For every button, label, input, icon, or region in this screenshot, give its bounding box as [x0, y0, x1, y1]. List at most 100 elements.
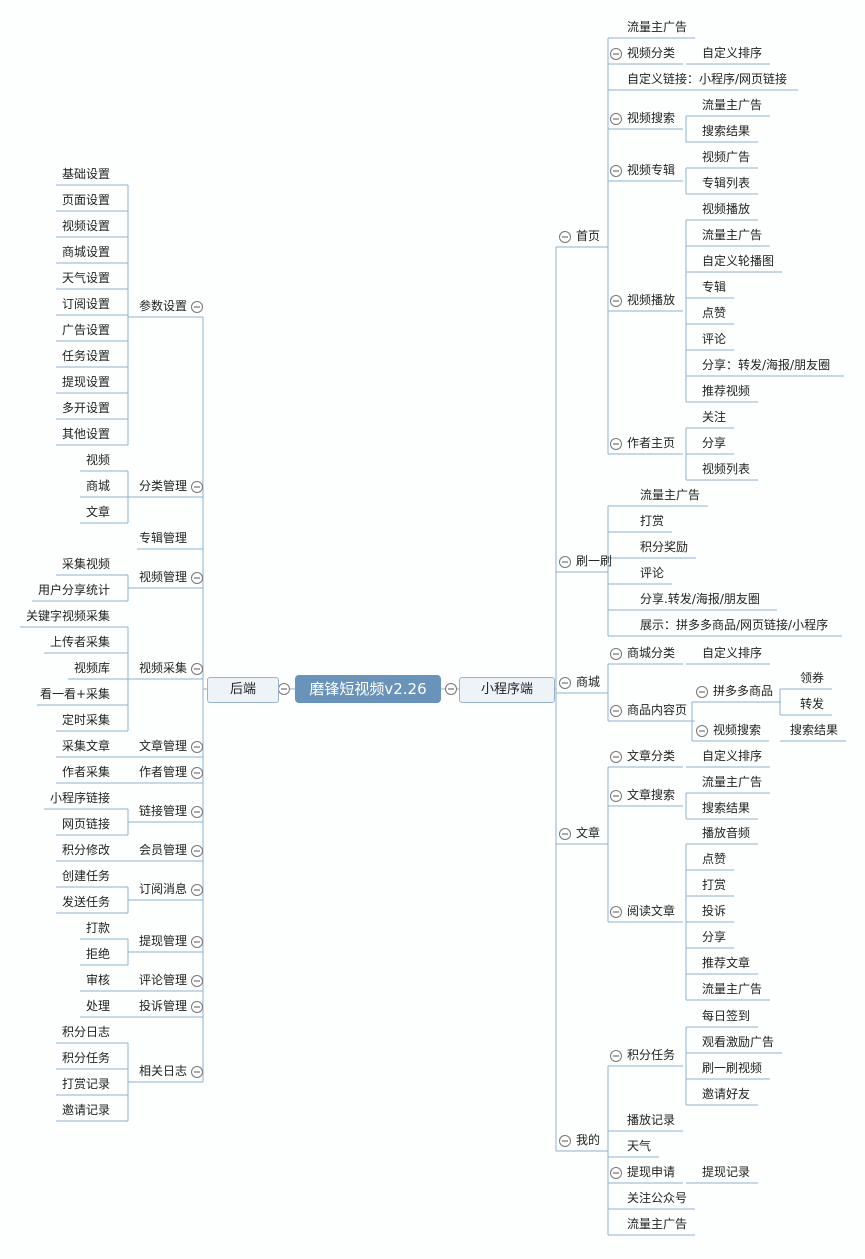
- miniapp-subitem[interactable]: 点赞: [702, 852, 727, 866]
- backend-category[interactable]: 文章管理: [138, 739, 187, 753]
- backend-leaf[interactable]: 网页链接: [61, 817, 110, 831]
- backend-leaf[interactable]: 视频: [85, 453, 110, 467]
- miniapp-subitem[interactable]: 流量主广告: [702, 982, 763, 996]
- backend-leaf[interactable]: 广告设置: [61, 323, 110, 337]
- miniapp-item[interactable]: 视频专辑: [627, 163, 676, 177]
- miniapp-subitem[interactable]: 自定义排序: [702, 646, 763, 660]
- backend-leaf[interactable]: 处理: [85, 999, 110, 1013]
- miniapp-item[interactable]: 评论: [640, 566, 665, 580]
- miniapp-subitem[interactable]: 视频搜索: [713, 723, 762, 737]
- backend-leaf[interactable]: 创建任务: [61, 869, 110, 883]
- miniapp-subitem[interactable]: 推荐文章: [702, 956, 751, 970]
- miniapp-item[interactable]: 关注公众号: [627, 1191, 688, 1205]
- miniapp-item[interactable]: 提现申请: [627, 1165, 676, 1179]
- backend-leaf[interactable]: 商城: [85, 479, 110, 493]
- backend-category[interactable]: 视频管理: [138, 570, 187, 584]
- backend-leaf[interactable]: 多开设置: [61, 401, 110, 415]
- miniapp-item[interactable]: 流量主广告: [640, 488, 701, 502]
- miniapp-subitem[interactable]: 每日签到: [702, 1009, 751, 1023]
- miniapp-section[interactable]: 文章: [576, 826, 601, 840]
- miniapp-subitem[interactable]: 投诉: [702, 904, 727, 918]
- miniapp-item[interactable]: 商品内容页: [627, 703, 688, 717]
- miniapp-subitem[interactable]: 观看激励广告: [702, 1035, 775, 1049]
- miniapp-item[interactable]: 视频搜索: [627, 111, 676, 125]
- miniapp-subitem[interactable]: 流量主广告: [702, 775, 763, 789]
- miniapp-subitem[interactable]: 评论: [702, 332, 727, 346]
- miniapp-leaf[interactable]: 领券: [800, 671, 825, 685]
- miniapp-section[interactable]: 首页: [576, 229, 601, 243]
- miniapp-item[interactable]: 打赏: [640, 514, 665, 528]
- backend-leaf[interactable]: 积分任务: [61, 1051, 110, 1065]
- backend-leaf[interactable]: 打款: [85, 921, 110, 935]
- miniapp-section[interactable]: 商城: [576, 675, 601, 689]
- backend-category[interactable]: 投诉管理: [138, 999, 187, 1013]
- miniapp-subitem[interactable]: 提现记录: [702, 1165, 751, 1179]
- backend-leaf[interactable]: 商城设置: [61, 245, 110, 259]
- miniapp-item[interactable]: 视频分类: [627, 46, 676, 60]
- miniapp-subitem[interactable]: 专辑列表: [702, 176, 751, 190]
- backend-leaf[interactable]: 邀请记录: [61, 1103, 110, 1117]
- miniapp-subitem[interactable]: 流量主广告: [702, 228, 763, 242]
- backend-leaf[interactable]: 采集文章: [61, 739, 110, 753]
- backend-leaf[interactable]: 视频库: [73, 661, 110, 675]
- miniapp-subitem[interactable]: 邀请好友: [702, 1087, 751, 1101]
- miniapp-subitem[interactable]: 自定义排序: [702, 749, 763, 763]
- miniapp-item[interactable]: 流量主广告: [627, 1217, 688, 1231]
- miniapp-subitem[interactable]: 分享: [702, 436, 727, 450]
- miniapp-subitem[interactable]: 分享: [702, 930, 727, 944]
- miniapp-subitem[interactable]: 视频广告: [702, 150, 751, 164]
- miniapp-subitem[interactable]: 分享：转发/海报/朋友圈: [702, 358, 831, 372]
- backend-leaf[interactable]: 看一看+采集: [39, 687, 110, 701]
- miniapp-subitem[interactable]: 视频播放: [702, 202, 751, 216]
- backend-leaf[interactable]: 基础设置: [61, 167, 110, 181]
- backend-leaf[interactable]: 视频设置: [61, 219, 110, 233]
- miniapp-subitem[interactable]: 拼多多商品: [713, 684, 774, 698]
- backend-leaf[interactable]: 积分日志: [61, 1025, 110, 1039]
- backend-category[interactable]: 作者管理: [138, 765, 187, 779]
- backend-category[interactable]: 视频采集: [138, 661, 187, 675]
- miniapp-item[interactable]: 视频播放: [627, 293, 676, 307]
- backend-leaf[interactable]: 其他设置: [61, 427, 110, 441]
- backend-category[interactable]: 评论管理: [138, 973, 187, 987]
- backend-leaf[interactable]: 用户分享统计: [37, 583, 110, 597]
- backend-category[interactable]: 订阅消息: [138, 882, 187, 896]
- backend-leaf[interactable]: 发送任务: [61, 895, 110, 909]
- miniapp-section[interactable]: 刷一刷: [576, 554, 613, 568]
- backend-leaf[interactable]: 定时采集: [61, 713, 110, 727]
- miniapp-section[interactable]: 我的: [576, 1133, 601, 1147]
- backend-leaf[interactable]: 审核: [85, 973, 110, 987]
- backend-category[interactable]: 会员管理: [138, 843, 187, 857]
- backend-category[interactable]: 提现管理: [138, 934, 187, 948]
- miniapp-leaf[interactable]: 搜索结果: [790, 723, 839, 737]
- backend-leaf[interactable]: 采集视频: [61, 557, 110, 571]
- backend-leaf[interactable]: 任务设置: [61, 349, 110, 363]
- miniapp-subitem[interactable]: 自定义轮播图: [702, 254, 775, 268]
- backend-category[interactable]: 链接管理: [138, 804, 187, 818]
- backend-leaf[interactable]: 积分修改: [61, 843, 110, 857]
- backend-leaf[interactable]: 文章: [85, 505, 110, 519]
- miniapp-item[interactable]: 展示：拼多多商品/网页链接/小程序: [640, 618, 829, 632]
- miniapp-item[interactable]: 流量主广告: [627, 20, 688, 34]
- backend-leaf[interactable]: 提现设置: [61, 375, 110, 389]
- miniapp-subitem[interactable]: 专辑: [702, 280, 727, 294]
- miniapp-item[interactable]: 阅读文章: [627, 904, 676, 918]
- miniapp-subitem[interactable]: 关注: [702, 410, 727, 424]
- miniapp-subitem[interactable]: 搜索结果: [702, 124, 751, 138]
- backend-leaf[interactable]: 关键字视频采集: [25, 609, 110, 623]
- backend-leaf[interactable]: 作者采集: [61, 765, 110, 779]
- miniapp-item[interactable]: 播放记录: [627, 1113, 676, 1127]
- miniapp-subitem[interactable]: 流量主广告: [702, 98, 763, 112]
- miniapp-subitem[interactable]: 推荐视频: [702, 384, 751, 398]
- miniapp-item[interactable]: 积分奖励: [640, 540, 689, 554]
- miniapp-leaf[interactable]: 转发: [800, 697, 825, 711]
- miniapp-subitem[interactable]: 点赞: [702, 306, 727, 320]
- backend-leaf[interactable]: 上传者采集: [49, 635, 110, 649]
- miniapp-item[interactable]: 天气: [627, 1139, 652, 1153]
- miniapp-item[interactable]: 作者主页: [627, 436, 676, 450]
- branch-backend[interactable]: 后端: [207, 677, 279, 703]
- miniapp-subitem[interactable]: 刷一刷视频: [702, 1061, 763, 1075]
- backend-leaf[interactable]: 打赏记录: [61, 1077, 110, 1091]
- backend-category[interactable]: 分类管理: [138, 479, 187, 493]
- miniapp-item[interactable]: 自定义链接：小程序/网页链接: [627, 72, 788, 86]
- miniapp-item[interactable]: 积分任务: [627, 1048, 676, 1062]
